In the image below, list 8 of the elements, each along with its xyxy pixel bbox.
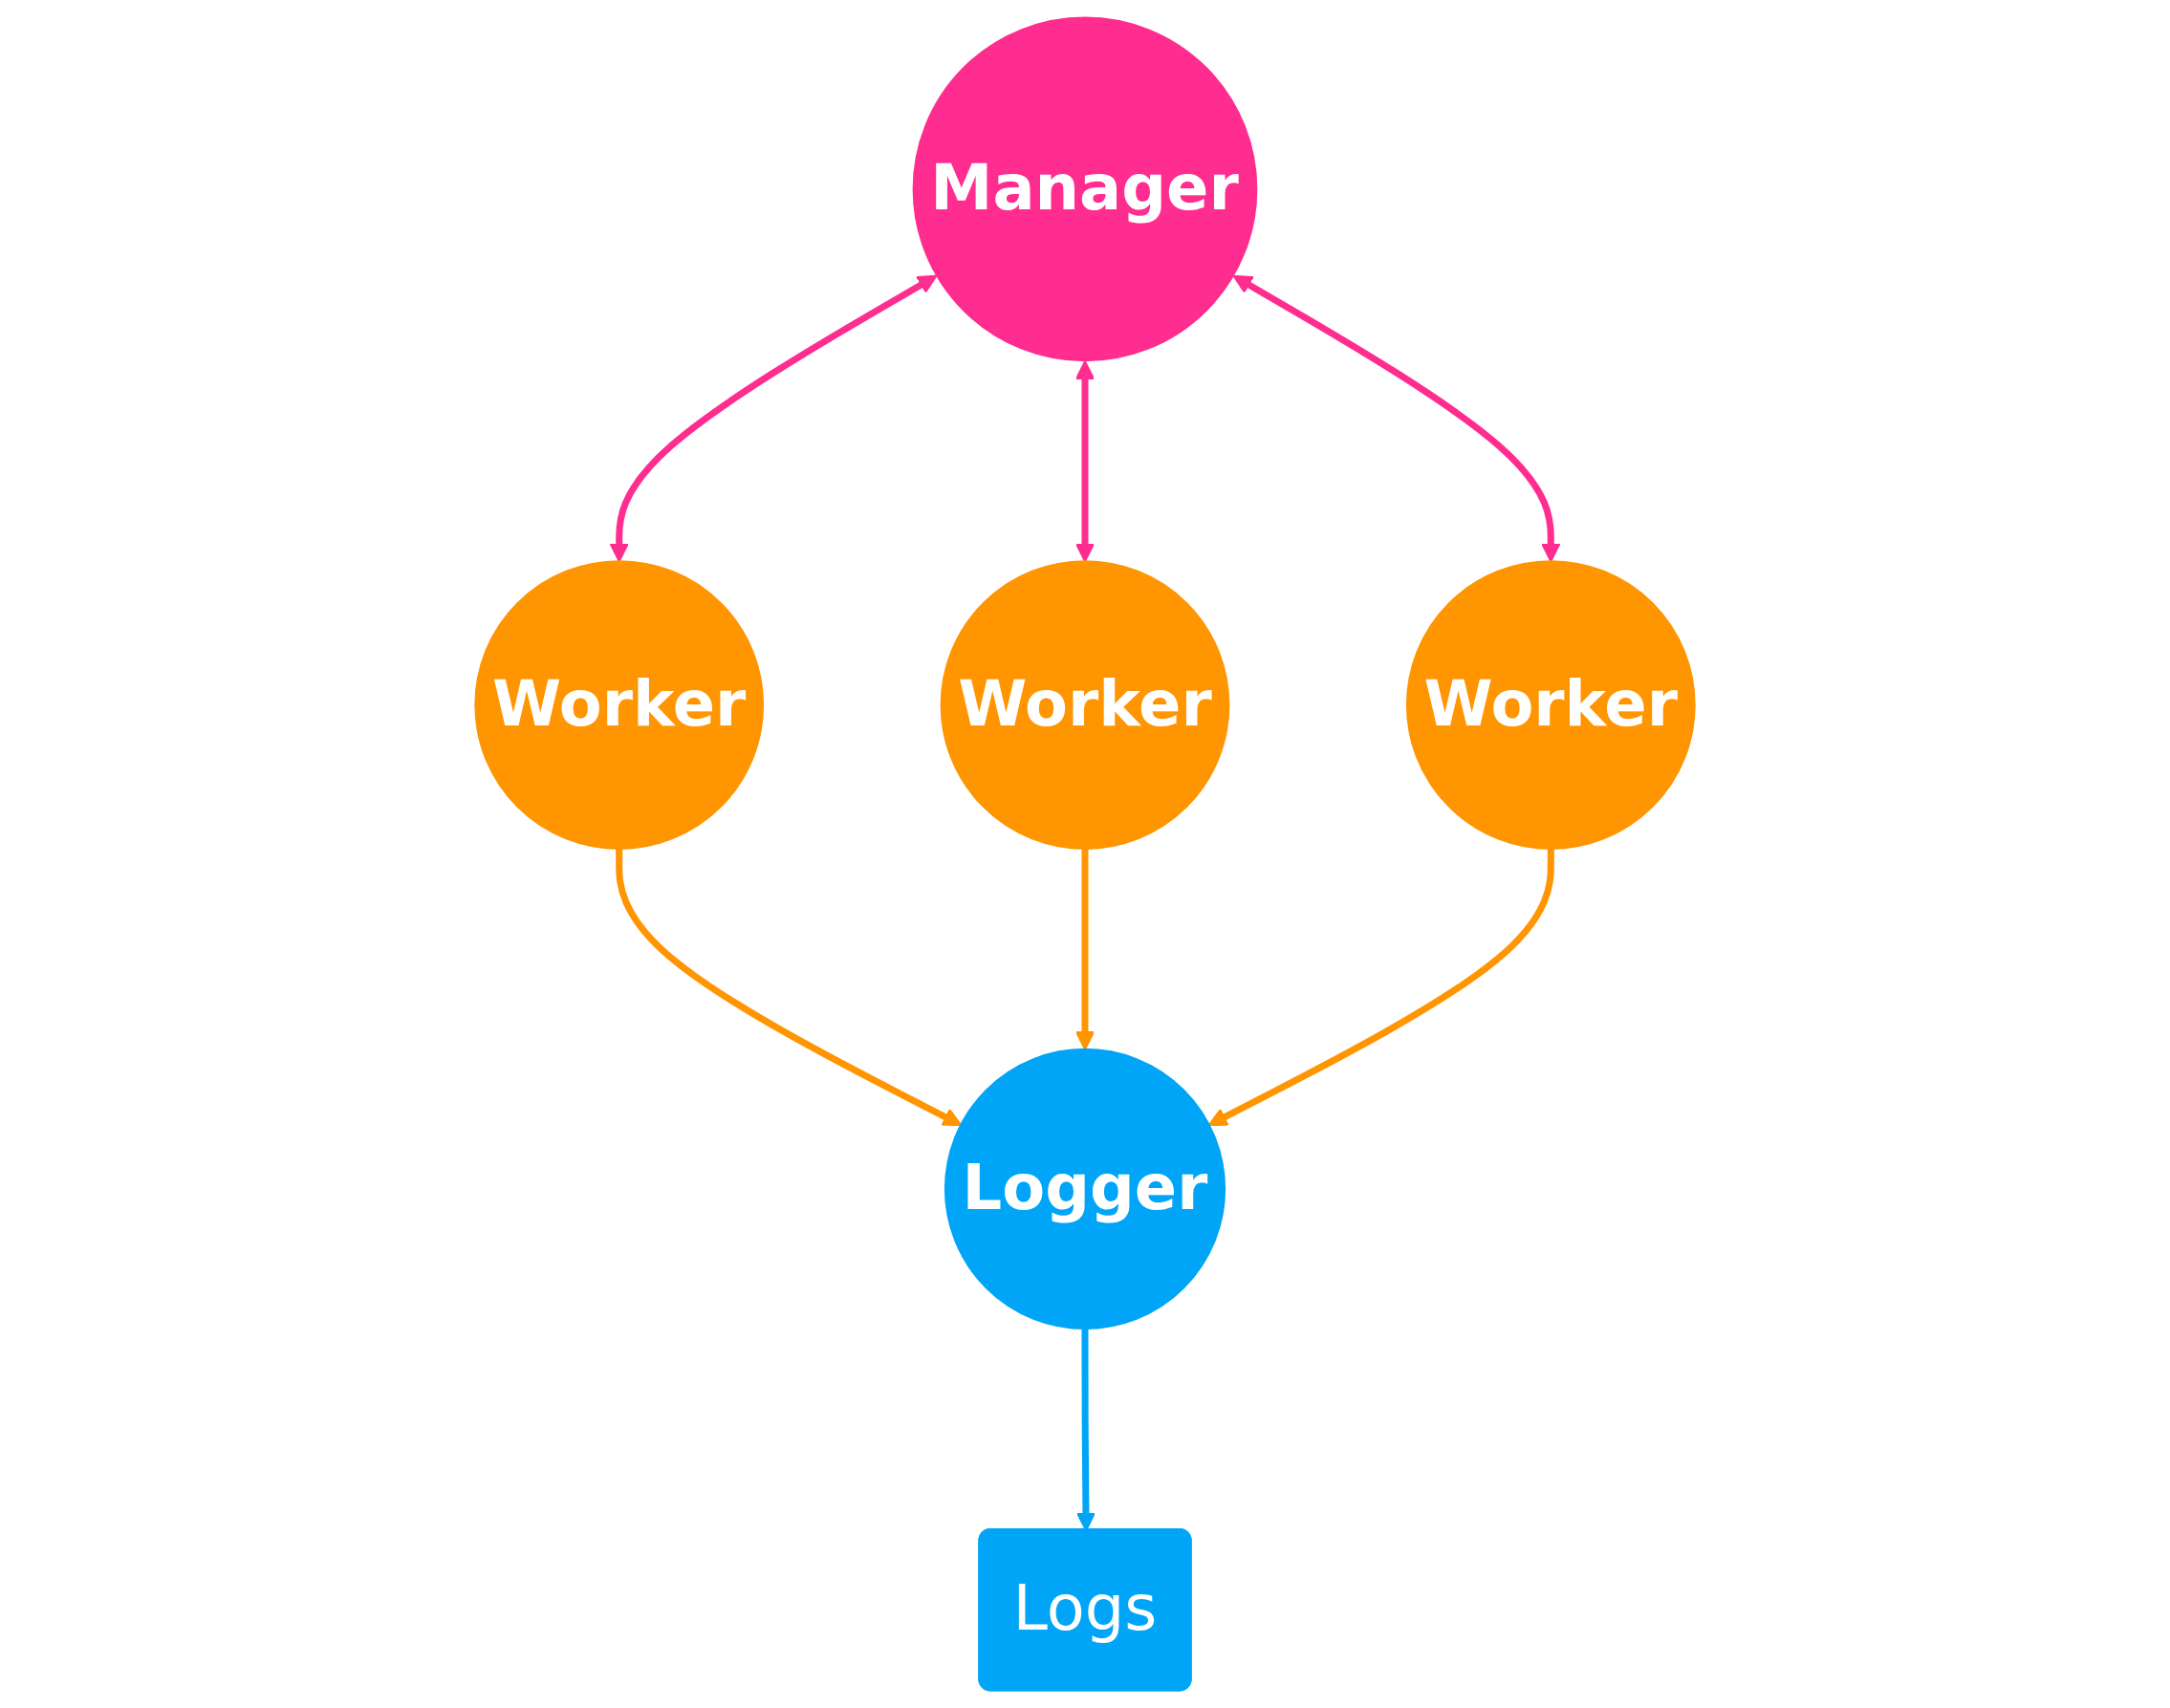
node-circle: Manager <box>912 16 1258 362</box>
node-circle: Worker <box>474 560 765 850</box>
node-circle: Worker <box>940 560 1230 850</box>
node-circle: Worker <box>1405 560 1696 850</box>
arrow <box>616 848 963 1126</box>
arrow <box>1207 848 1554 1126</box>
node-circle: Logger <box>944 1048 1226 1330</box>
arrow <box>1074 848 1096 1050</box>
